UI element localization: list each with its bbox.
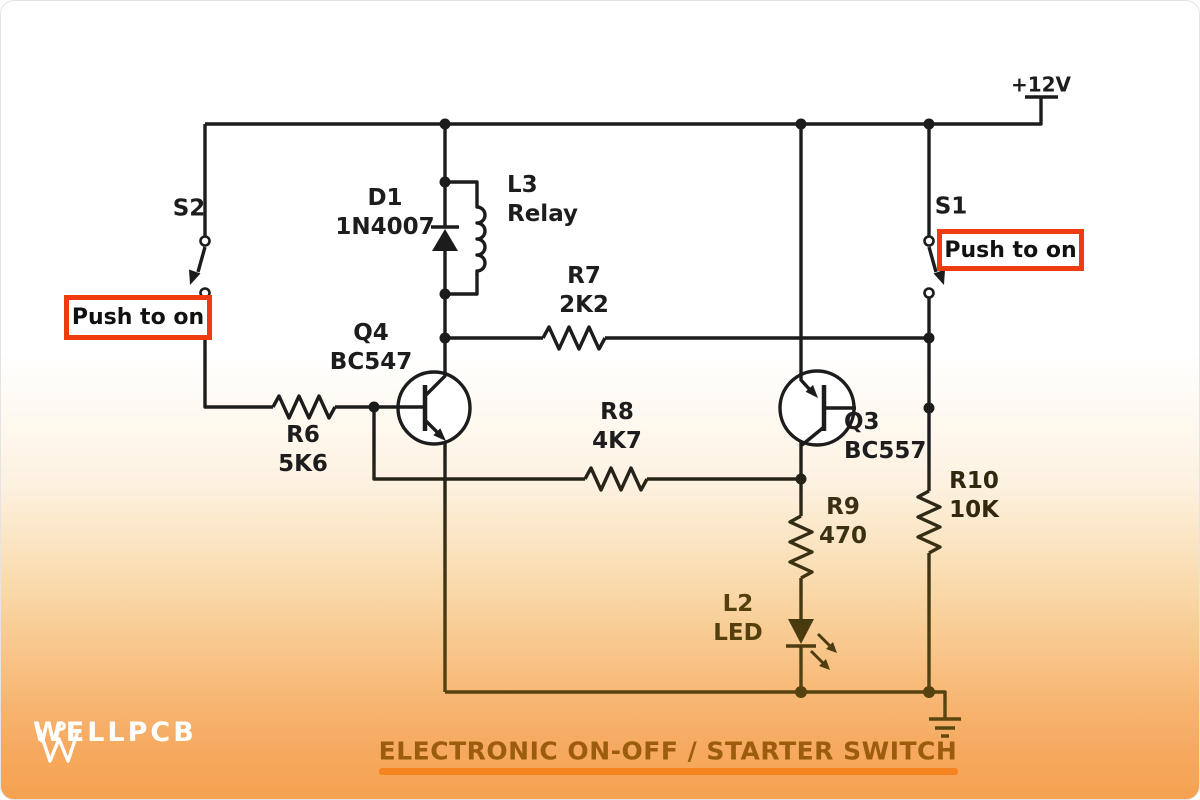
resistor-r9-symbol (788, 514, 814, 580)
q3-label: Q3 BC557 (844, 408, 926, 466)
q4-label: Q4 BC547 (330, 319, 412, 377)
q3-pnp-arrow (805, 385, 818, 398)
q4-value: BC547 (329, 349, 413, 375)
feedback-wire (372, 407, 585, 481)
s2-lever (196, 246, 207, 273)
transistors (396, 369, 856, 447)
l3-value: Relay (507, 201, 578, 227)
resistor-r6-symbol (271, 394, 337, 420)
l3-label: L3 Relay (507, 171, 578, 229)
supply-label: +12V (1010, 72, 1072, 97)
s1-push-to-on-callout: Push to on (937, 229, 1084, 271)
r7-label: R7 2K2 (559, 262, 609, 320)
q3-ref: Q3 (844, 409, 880, 436)
s1-ref-label: S1 (934, 193, 968, 220)
s2-lever-arrowhead (189, 269, 201, 285)
resistor-r8-symbol (583, 466, 649, 492)
r8-label: R8 4K7 (592, 398, 642, 456)
led-triangle (788, 619, 814, 644)
resistor-r10-symbol (916, 489, 942, 555)
r6-label: R6 5K6 (278, 421, 328, 479)
wire-layer (196, 95, 1058, 738)
r6-value: 5K6 (278, 451, 328, 477)
r7-ref: R7 (567, 263, 601, 290)
s2-lower-wire (203, 297, 273, 409)
s2-ref-label: S2 (172, 195, 206, 222)
led-arrowhead-1 (826, 642, 837, 653)
junction-dots (368, 118, 935, 698)
q3-emitter-lead (799, 373, 813, 393)
s1-top-contact (923, 235, 935, 247)
r10-value: 10K (949, 497, 999, 523)
r6-ref: R6 (286, 422, 320, 449)
l2-value: LED (713, 620, 763, 646)
relay-coil-symbol (445, 180, 487, 296)
power-rail (205, 97, 1043, 126)
r8-ref: R8 (600, 399, 634, 426)
s1-lever-arrowhead (933, 269, 945, 285)
s1-bottom-contact (923, 287, 935, 299)
r9-value: 470 (818, 523, 868, 549)
d1-ref: D1 (367, 185, 403, 212)
q4-npn-arrow (433, 428, 446, 441)
r10-label: R10 10K (949, 467, 999, 525)
l2-label: L2 LED (713, 590, 762, 648)
led-arrowhead-2 (819, 659, 830, 670)
schematic-title: ELECTRONIC ON-OFF / STARTER SWITCH (378, 736, 958, 766)
q3-collector-lead (800, 425, 826, 447)
d1-label: D1 1N4007 (335, 184, 434, 242)
title-underline (379, 768, 958, 775)
s1-lever (927, 246, 938, 273)
s2-top-contact (199, 235, 211, 247)
l3-ref: L3 (507, 172, 538, 199)
resistor-r7-symbol (541, 325, 607, 351)
q4-ref: Q4 (353, 320, 389, 347)
d1-diode-triangle (432, 229, 458, 251)
r7-value: 2K2 (559, 292, 609, 318)
r9-label: R9 470 (819, 493, 867, 551)
brand-logo: WELLPCB (33, 717, 197, 763)
r9-ref: R9 (826, 494, 860, 521)
wellpcb-w-icon (35, 721, 80, 763)
d1-value: 1N4007 (335, 214, 435, 240)
q4-collector-lead (424, 372, 447, 397)
ground-icon (929, 717, 961, 738)
symbol-fills (189, 229, 945, 670)
l2-ref: L2 (722, 591, 754, 618)
r8-value: 4K7 (592, 428, 642, 454)
r10-ref: R10 (949, 468, 999, 495)
q3-value: BC557 (844, 438, 927, 464)
s2-push-to-on-callout: Push to on (64, 295, 212, 340)
